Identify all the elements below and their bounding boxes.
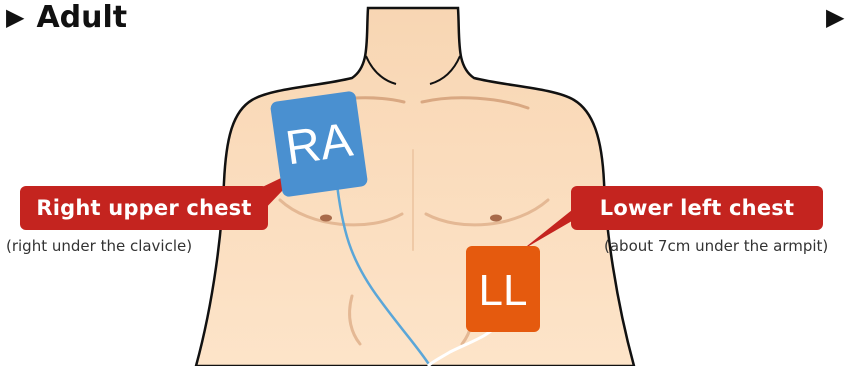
nipple-right bbox=[490, 215, 502, 222]
callout-right-upper-chest: Right upper chest bbox=[20, 186, 268, 230]
ra-electrode-label: RA bbox=[282, 114, 355, 176]
ll-electrode-pad: LL bbox=[466, 246, 540, 332]
ll-electrode-label: LL bbox=[479, 266, 528, 315]
next-section-marker: ▶ bbox=[826, 2, 844, 32]
note-right-under-clavicle: (right under the clavicle) bbox=[6, 236, 192, 256]
section-heading: ▶ Adult bbox=[6, 0, 127, 35]
ra-electrode-pad: RA bbox=[270, 90, 369, 197]
section-title: Adult bbox=[36, 0, 127, 35]
note-under-armpit: (about 7cm under the armpit) bbox=[604, 236, 828, 256]
callout-lower-left-chest: Lower left chest bbox=[571, 186, 823, 230]
play-triangle-icon: ▶ bbox=[6, 3, 24, 31]
nipple-left bbox=[320, 215, 332, 222]
